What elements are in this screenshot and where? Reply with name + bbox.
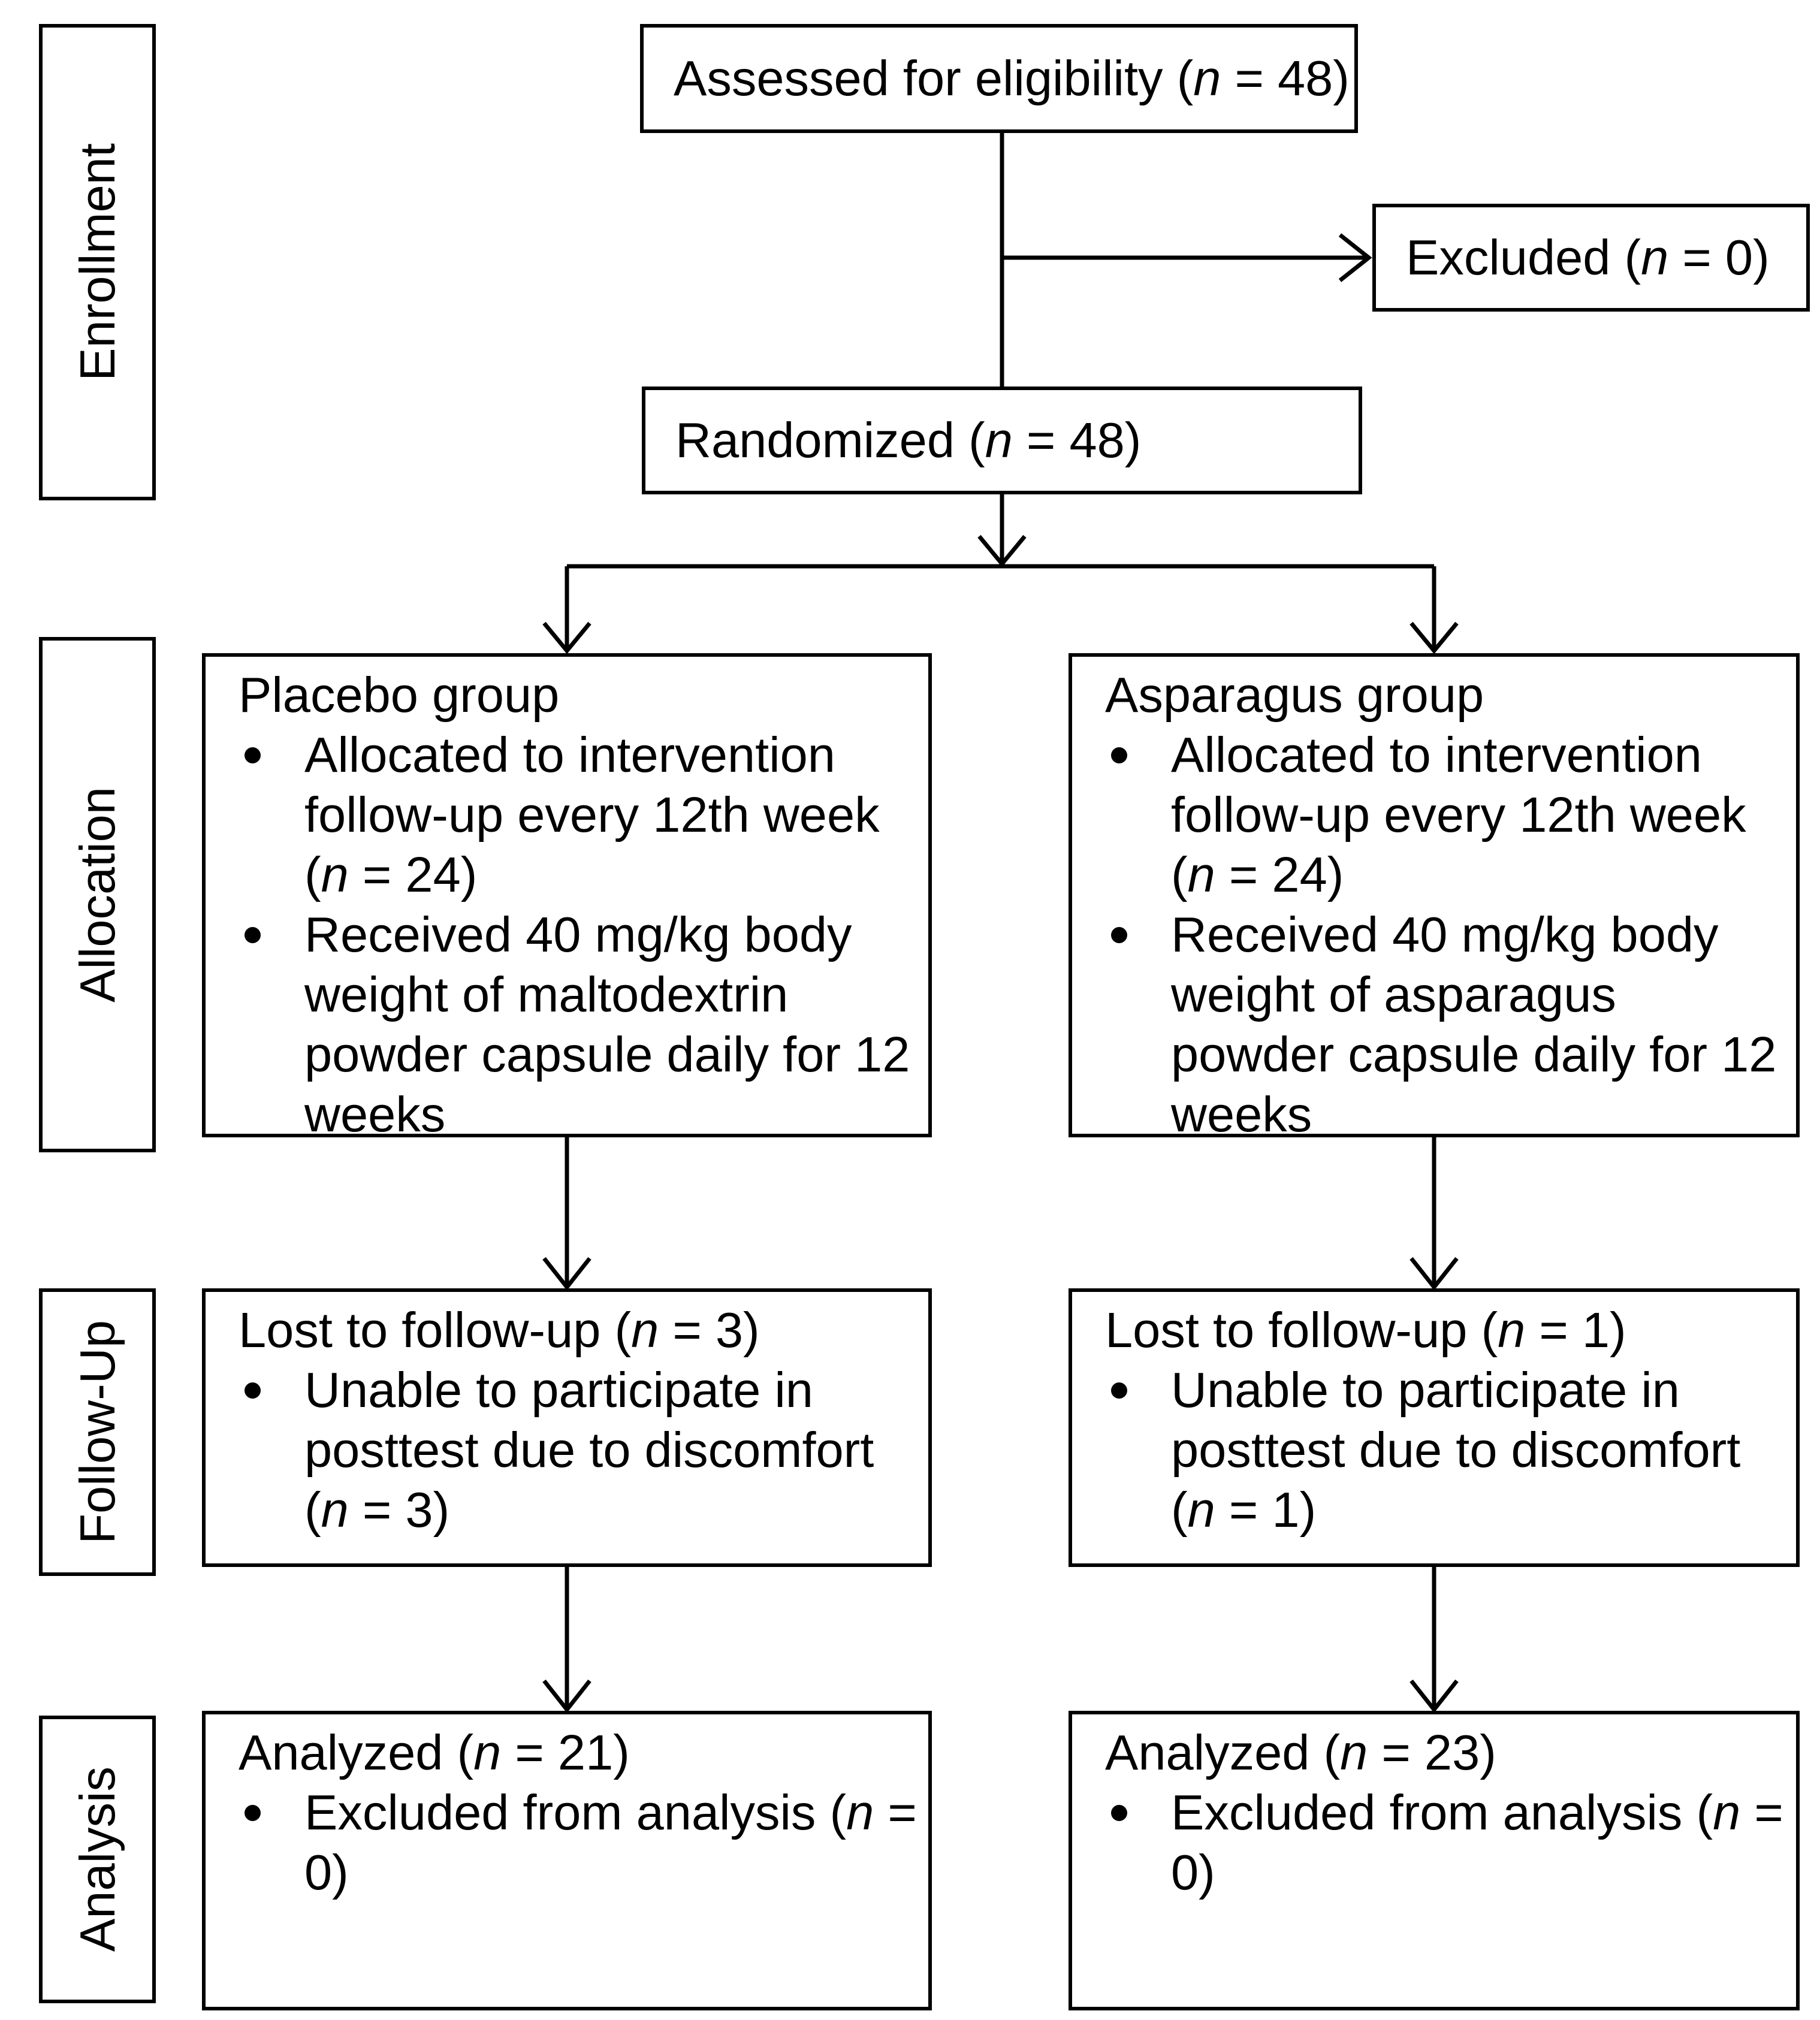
analyzed-bullets: Excluded from analysis (n = 0): [239, 1783, 917, 1903]
list-item: Excluded from analysis (n = 0): [1105, 1783, 1785, 1903]
bullet-text: Excluded from analysis (n = 0): [304, 1785, 917, 1900]
stage-label-enrollment: Enrollment: [39, 24, 156, 500]
bullet-icon: [239, 1783, 304, 1903]
lost-followup-bullets: Unable to participate in posttest due to…: [1105, 1360, 1785, 1540]
stage-label-allocation: Allocation: [39, 637, 156, 1152]
bullet-text: Allocated to intervention follow-up ever…: [304, 727, 880, 902]
bullet-icon: [1105, 725, 1171, 905]
bullet-icon: [239, 905, 304, 1145]
stage-label-text: Analysis: [69, 1767, 125, 1952]
list-item: Unable to participate in posttest due to…: [1105, 1360, 1785, 1540]
assessed-eligibility-box: Assessed for eligibility (n = 48): [640, 24, 1358, 133]
bullet-icon: [239, 1360, 304, 1540]
arrowhead-down-icon: [542, 1679, 591, 1713]
bullet-icon: [239, 725, 304, 905]
asparagus-group-title: Asparagus group: [1105, 667, 1484, 723]
list-item: Received 40 mg/kg body weight of maltode…: [239, 905, 917, 1145]
lost-followup-placebo-box: Lost to follow-up (n = 3) Unable to part…: [202, 1288, 932, 1567]
placebo-group-box: Placebo group Allocated to intervention …: [202, 653, 932, 1142]
list-item: Allocated to intervention follow-up ever…: [1105, 725, 1785, 905]
placebo-group-title: Placebo group: [239, 667, 560, 723]
excluded-box: Excluded (n = 0): [1372, 204, 1810, 312]
analyzed-placebo-box: Analyzed (n = 21) Excluded from analysis…: [202, 1711, 932, 2010]
arrowhead-down-icon: [1409, 1257, 1459, 1291]
arrowhead-down-icon: [977, 535, 1027, 567]
analyzed-title: Analyzed (n = 21): [239, 1725, 630, 1780]
stage-label-analysis: Analysis: [39, 1716, 156, 2003]
list-item: Unable to participate in posttest due to…: [239, 1360, 917, 1540]
lost-followup-bullets: Unable to participate in posttest due to…: [239, 1360, 917, 1540]
list-item: Received 40 mg/kg body weight of asparag…: [1105, 905, 1785, 1145]
lost-followup-title: Lost to follow-up (n = 3): [239, 1302, 760, 1358]
arrowhead-down-icon: [1409, 621, 1459, 654]
stage-label-text: Follow-Up: [69, 1320, 125, 1544]
randomized-text: Randomized (n = 48): [675, 412, 1142, 468]
analyzed-asparagus-box: Analyzed (n = 23) Excluded from analysis…: [1069, 1711, 1800, 2010]
bullet-text: Excluded from analysis (n = 0): [1171, 1785, 1783, 1900]
analyzed-title: Analyzed (n = 23): [1105, 1725, 1496, 1780]
bullet-text: Unable to participate in posttest due to…: [1171, 1362, 1741, 1538]
bullet-text: Unable to participate in posttest due to…: [304, 1362, 874, 1538]
bullet-icon: [1105, 1783, 1171, 1903]
analyzed-bullets: Excluded from analysis (n = 0): [1105, 1783, 1785, 1903]
arrowhead-down-icon: [542, 1257, 591, 1291]
stage-label-text: Allocation: [69, 787, 125, 1003]
arrowhead-down-icon: [542, 621, 591, 654]
lost-followup-title: Lost to follow-up (n = 1): [1105, 1302, 1626, 1358]
assessed-eligibility-text: Assessed for eligibility (n = 48): [674, 50, 1350, 106]
bullet-icon: [1105, 905, 1171, 1145]
stage-label-followup: Follow-Up: [39, 1288, 156, 1576]
list-item: Allocated to intervention follow-up ever…: [239, 725, 917, 905]
arrowhead-right-icon: [1338, 233, 1372, 282]
lost-followup-asparagus-box: Lost to follow-up (n = 1) Unable to part…: [1069, 1288, 1800, 1567]
placebo-group-bullets: Allocated to intervention follow-up ever…: [239, 725, 917, 1145]
bullet-text: Received 40 mg/kg body weight of maltode…: [304, 907, 910, 1142]
bullet-text: Received 40 mg/kg body weight of asparag…: [1171, 907, 1777, 1142]
asparagus-group-box: Asparagus group Allocated to interventio…: [1069, 653, 1800, 1142]
asparagus-group-bullets: Allocated to intervention follow-up ever…: [1105, 725, 1785, 1145]
bullet-icon: [1105, 1360, 1171, 1540]
stage-label-text: Enrollment: [69, 143, 125, 381]
randomized-box: Randomized (n = 48): [642, 387, 1362, 494]
excluded-text: Excluded (n = 0): [1406, 230, 1770, 285]
arrowhead-down-icon: [1409, 1679, 1459, 1713]
bullet-text: Allocated to intervention follow-up ever…: [1171, 727, 1746, 902]
list-item: Excluded from analysis (n = 0): [239, 1783, 917, 1903]
